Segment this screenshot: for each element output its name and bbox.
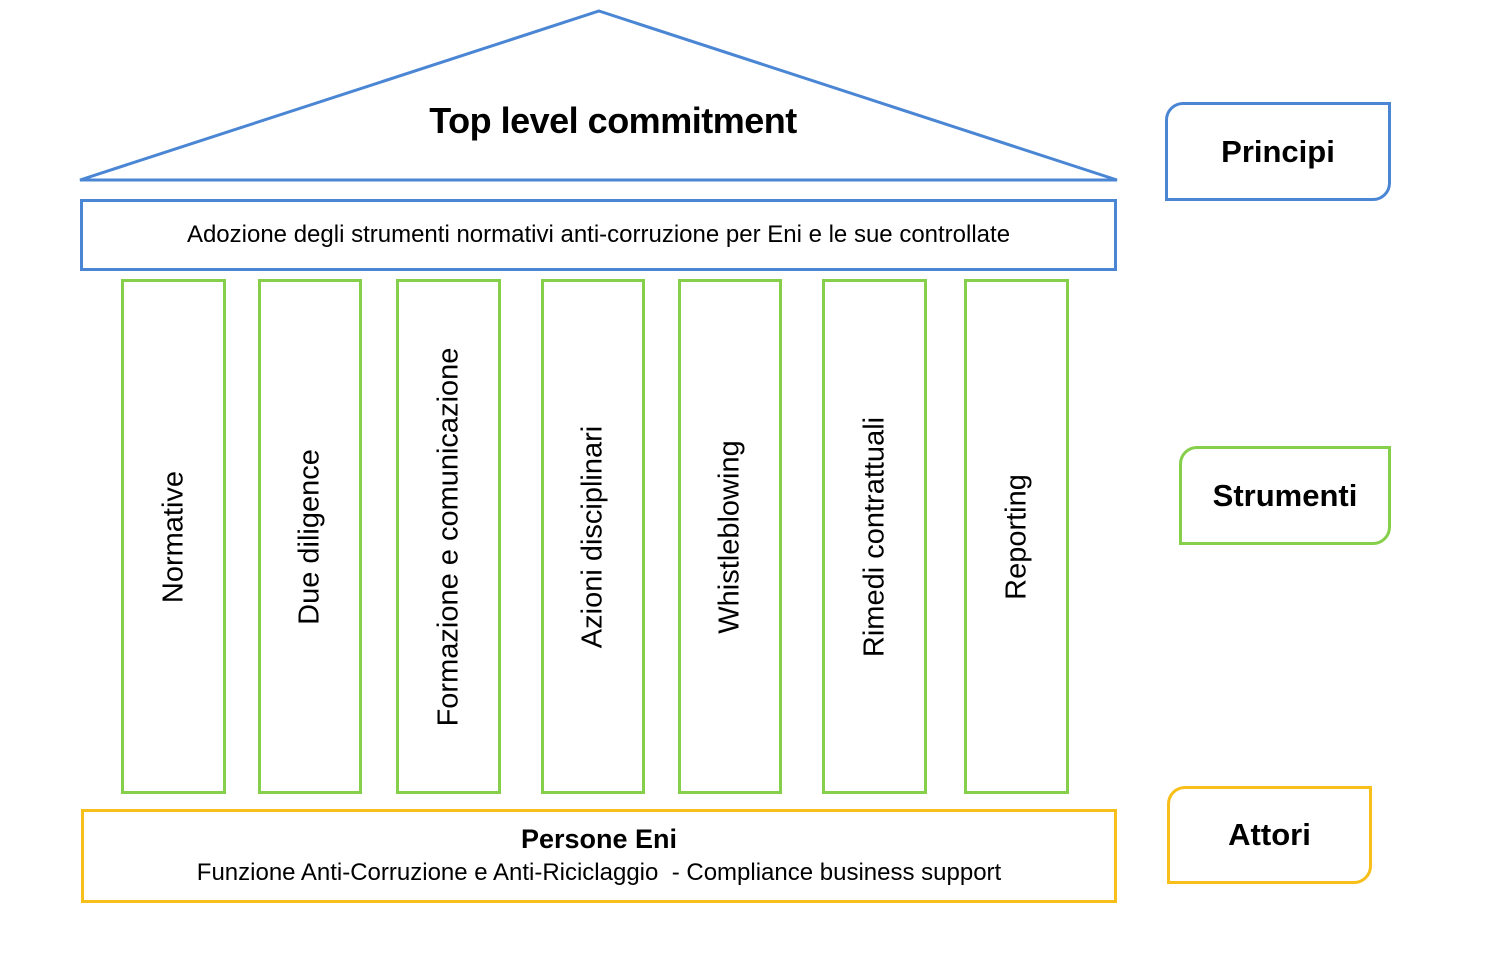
pillar-due-diligence: Due diligence xyxy=(258,279,362,794)
pillar-label: Due diligence xyxy=(293,448,326,625)
pillar-label: Rimedi contrattuali xyxy=(858,416,890,657)
roof-triangle xyxy=(79,9,1118,182)
pillar-label: Azioni disciplinari xyxy=(576,425,609,648)
beam-text: Adozione degli strumenti normativi anti-… xyxy=(186,221,1011,248)
pillar-azioni-disciplinari: Azioni disciplinari xyxy=(541,279,645,794)
legend-attori-label: Attori xyxy=(1228,817,1311,852)
pillar-whistleblowing: Whistleblowing xyxy=(678,279,782,794)
pillar-label: Reporting xyxy=(1000,473,1032,600)
pillar-label: Formazione e comunicazione xyxy=(432,347,464,726)
pillar-formazione-comunicazione: Formazione e comunicazione xyxy=(396,279,501,794)
base-subtitle: Funzione Anti-Corruzione e Anti-Riciclag… xyxy=(196,859,1002,886)
legend-principi: Principi xyxy=(1165,102,1391,201)
roof-pediment xyxy=(79,9,1118,182)
legend-strumenti-label: Strumenti xyxy=(1212,477,1358,513)
pillar-normative: Normative xyxy=(121,279,226,794)
legend-principi-label: Principi xyxy=(1221,133,1335,169)
pillar-rimedi-contrattuali: Rimedi contrattuali xyxy=(822,279,927,794)
legend-attori: Attori xyxy=(1167,786,1372,884)
roof-title: Top level commitment xyxy=(429,100,797,141)
pillar-reporting: Reporting xyxy=(964,279,1069,794)
legend-strumenti: Strumenti xyxy=(1179,446,1391,545)
base-title: Persone Eni xyxy=(520,824,678,854)
pillar-label: Normative xyxy=(157,470,189,603)
pillar-label: Whistleblowing xyxy=(713,439,746,634)
principles-beam: Adozione degli strumenti normativi anti-… xyxy=(80,199,1117,271)
actors-base: Persone Eni Funzione Anti-Corruzione e A… xyxy=(81,809,1117,903)
